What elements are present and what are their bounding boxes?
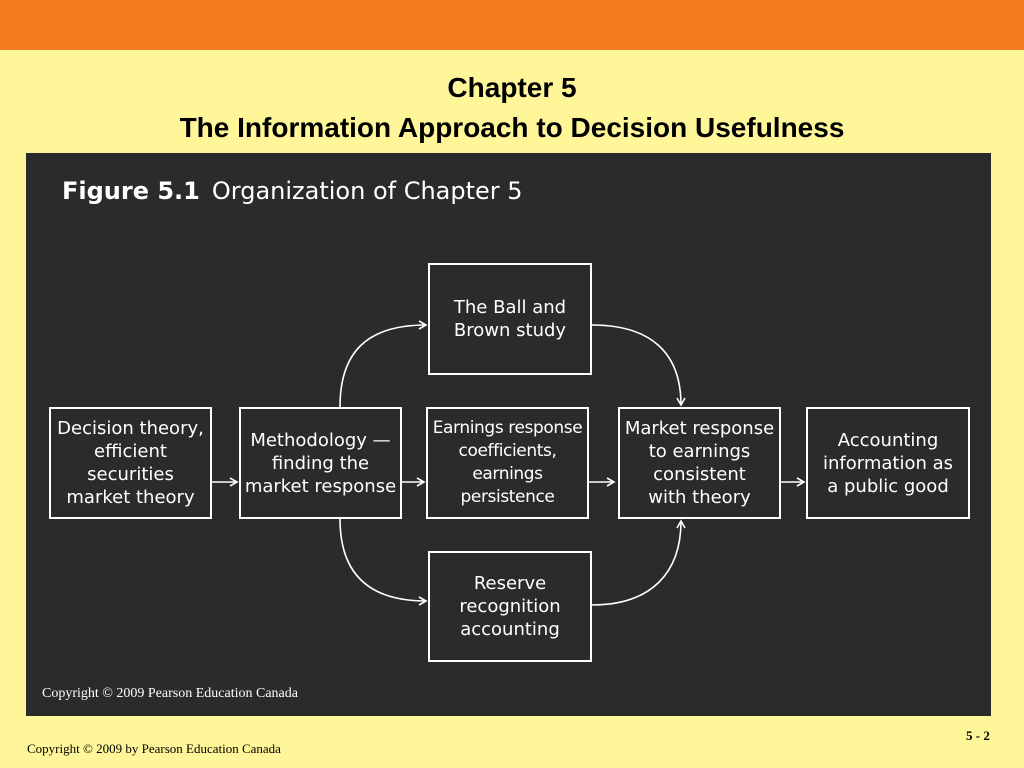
figure-panel: Figure 5.1 Organization of Chapter 5 Deci… <box>26 153 991 716</box>
figure-caption-text: Organization of Chapter 5 <box>211 177 523 205</box>
node-earnings-response: Earnings response coefficients, earnings… <box>426 407 589 519</box>
figure-label: Figure 5.1 <box>62 177 200 205</box>
slide-title-chapter: Chapter 5 <box>447 72 577 103</box>
node-public-good: Accounting information as a public good <box>806 407 970 519</box>
slide-footer-copyright: Copyright © 2009 by Pearson Education Ca… <box>27 741 281 756</box>
arrow-reserve-to-market <box>591 519 686 606</box>
arrow-ball-brown-to-market <box>591 324 686 407</box>
node-market-response: Market response to earnings consistent w… <box>618 407 781 519</box>
figure-caption: Figure 5.1 Organization of Chapter 5 <box>62 177 523 205</box>
node-methodology: Methodology — finding the market respons… <box>239 407 402 519</box>
arrow-methodology-to-reserve <box>339 518 428 606</box>
arrow-methodology-to-ball-brown <box>339 320 428 408</box>
figure-copyright: Copyright © 2009 Pearson Education Canad… <box>42 686 298 701</box>
page-number: 5 - 2 <box>966 728 990 743</box>
flow-arrows <box>212 320 806 606</box>
slide-title-topic: The Information Approach to Decision Use… <box>179 112 845 143</box>
node-ball-brown-study: The Ball and Brown study <box>428 263 592 375</box>
node-decision-theory: Decision theory, efficient securities ma… <box>49 407 212 519</box>
top-accent-bar <box>0 0 1024 50</box>
node-reserve-recognition: Reserve recognition accounting <box>428 551 592 662</box>
